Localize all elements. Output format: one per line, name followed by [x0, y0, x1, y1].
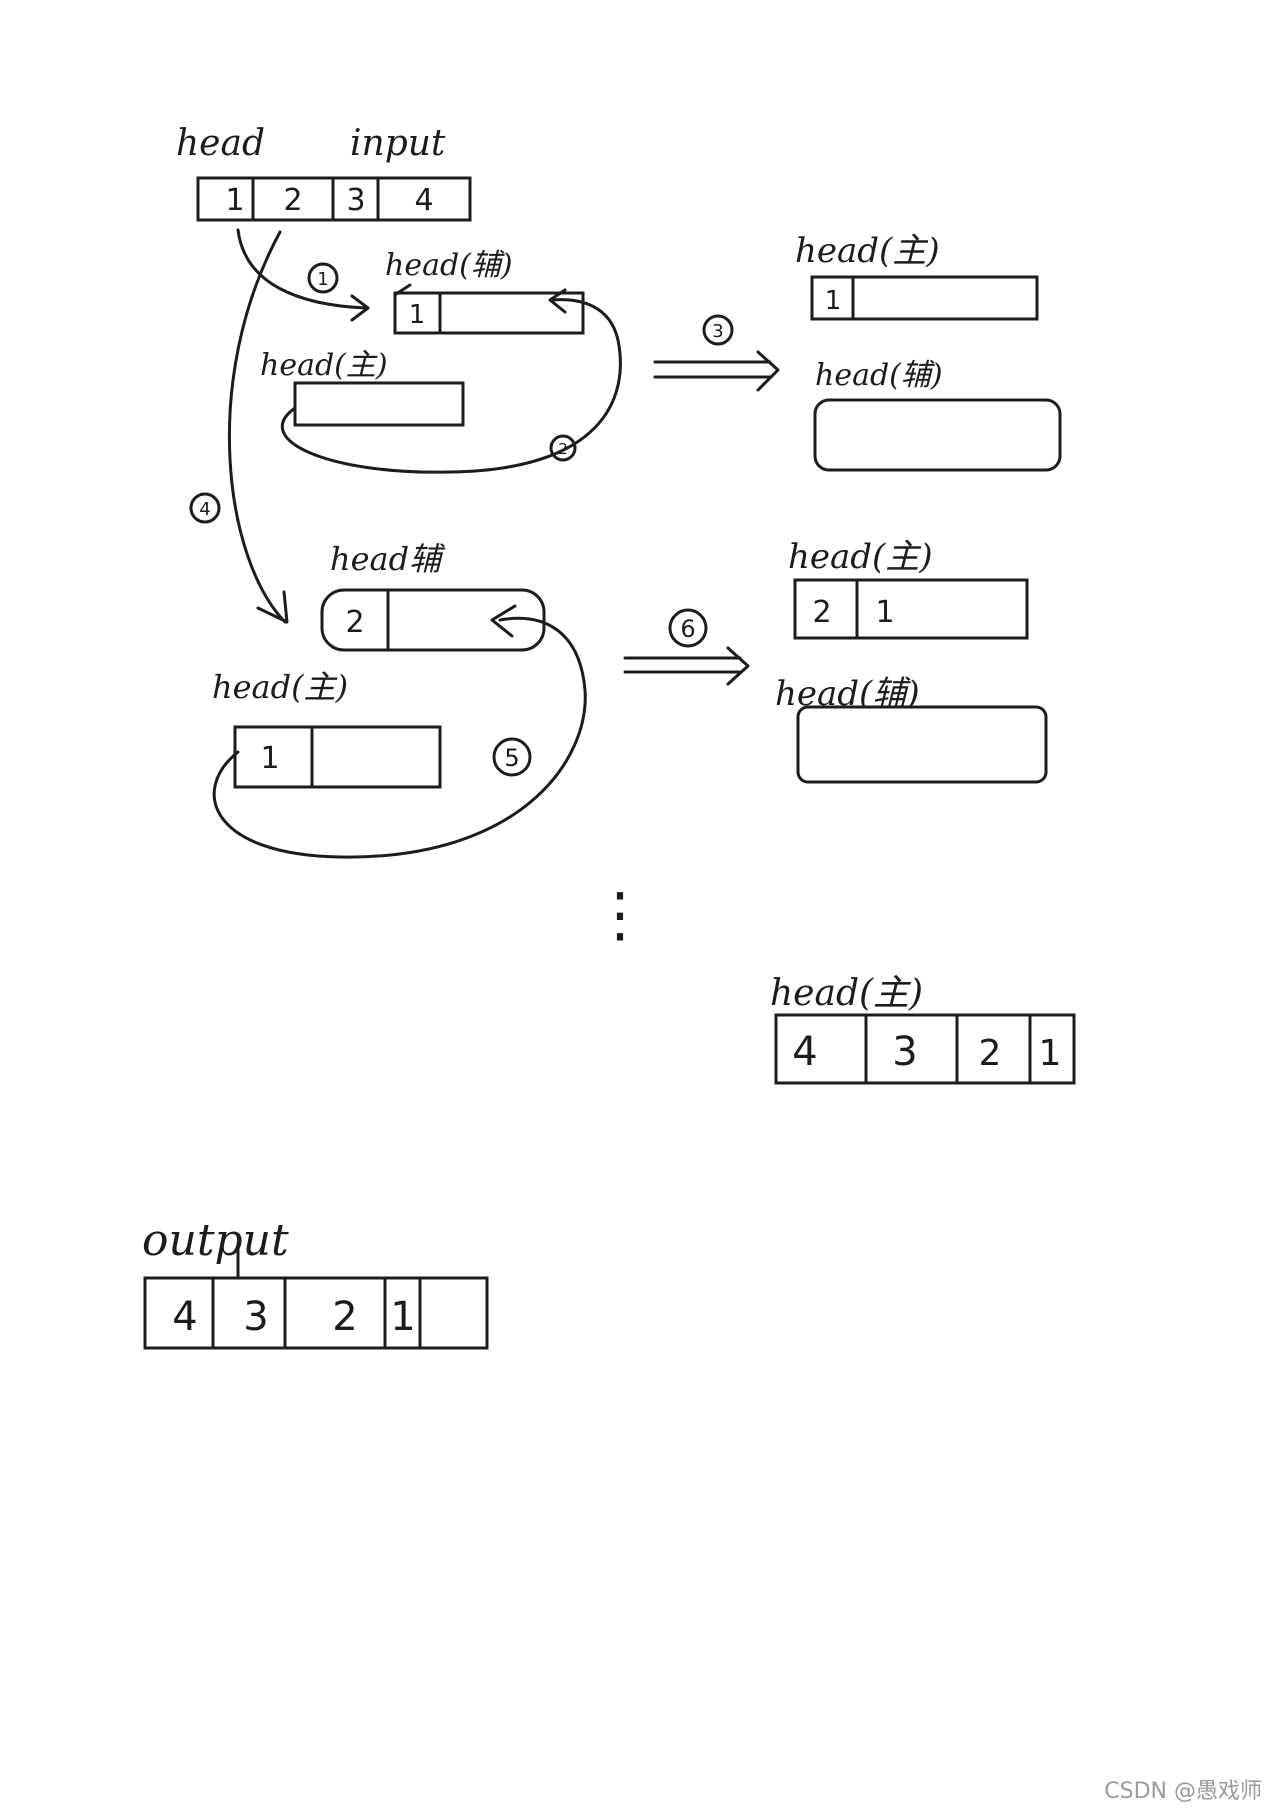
arrowhead-step-4	[256, 590, 289, 624]
main-list-final-cell: 3	[892, 1029, 917, 1075]
input-list: 1 2 3 4	[196, 176, 472, 222]
aux-list-2-box	[320, 588, 546, 652]
input-cell: 1	[225, 183, 244, 218]
step-4-label: 4	[199, 499, 210, 520]
main-list-1-empty	[293, 381, 465, 427]
main-list-2: 1	[233, 725, 442, 789]
step-2-marker	[549, 434, 577, 462]
output-cell: 1	[390, 1294, 415, 1340]
main-list-r1-box	[810, 275, 1039, 321]
step-3-marker	[702, 314, 734, 346]
main-list-r2-cell: 2	[812, 595, 831, 630]
main-list-r2: 2 1	[793, 578, 1029, 640]
step-5-marker	[492, 737, 532, 777]
label-head-aux-1: head(辅)	[385, 248, 513, 283]
output-list: 4 3 2 1	[143, 1276, 489, 1350]
aux-list-2: 2	[320, 588, 546, 652]
label-output: output	[142, 1215, 289, 1266]
main-list-final-cell: 2	[979, 1033, 1002, 1074]
main-list-r1-cell: 1	[825, 286, 842, 316]
output-cell: 3	[243, 1294, 268, 1340]
main-list-r2-box	[793, 578, 1029, 640]
arrowhead-step-1	[350, 294, 370, 322]
input-cell: 3	[346, 183, 365, 218]
aux-list-1-cell: 1	[409, 300, 426, 330]
label-head: head	[176, 123, 265, 164]
step-1-label: 1	[317, 269, 328, 290]
main-list-r1: 1	[810, 275, 1039, 321]
label-head-main-1: head(主)	[260, 348, 388, 383]
label-input: input	[350, 123, 446, 164]
step-3-label: 3	[712, 321, 723, 342]
aux-list-2-cell: 2	[345, 605, 364, 640]
output-list-box	[143, 1276, 489, 1350]
main-list-2-box	[233, 725, 442, 789]
aux-list-r2-empty	[796, 705, 1048, 784]
label-head-main-r2: head(主)	[788, 537, 933, 577]
main-list-final-cell: 4	[792, 1029, 817, 1075]
output-cell: 4	[172, 1294, 197, 1340]
main-list-final-box	[774, 1013, 1076, 1085]
step-4-marker	[189, 492, 221, 524]
arrowhead-step-6	[726, 646, 750, 686]
input-cell: 2	[283, 183, 302, 218]
input-cell: 4	[414, 183, 433, 218]
arrowhead-step-5	[490, 604, 517, 638]
step-6-label: 6	[680, 615, 695, 643]
step-5-label: 5	[504, 744, 519, 772]
main-list-r2-cell: 1	[875, 595, 894, 630]
arrow-step-5	[212, 616, 587, 859]
watermark: CSDN @愚戏师	[1104, 1779, 1262, 1804]
label-head-main-final: head(主)	[770, 973, 923, 1014]
arrow-step-1	[236, 228, 367, 310]
step-2-label: 2	[558, 440, 568, 458]
label-head-aux-r1: head(辅)	[815, 358, 943, 393]
output-cell: 2	[332, 1294, 357, 1340]
main-list-2-cell: 1	[260, 741, 279, 776]
main-list-final-cell: 1	[1039, 1033, 1062, 1074]
ellipsis: ⋮	[590, 880, 650, 950]
arrow-step-4	[227, 230, 287, 624]
step-1-marker	[307, 262, 339, 294]
arrowhead-step-3	[756, 350, 780, 392]
label-head-main-r1: head(主)	[795, 231, 940, 271]
arrowhead-step-2	[548, 288, 567, 314]
label-head-aux-2: head辅	[330, 540, 446, 578]
aux-list-r1-empty	[813, 398, 1062, 472]
step-6-marker	[668, 608, 708, 648]
label-head-main-2: head(主)	[212, 668, 348, 706]
main-list-final: 4 3 2 1	[774, 1013, 1076, 1085]
aux-list-1-pointer	[394, 283, 412, 296]
